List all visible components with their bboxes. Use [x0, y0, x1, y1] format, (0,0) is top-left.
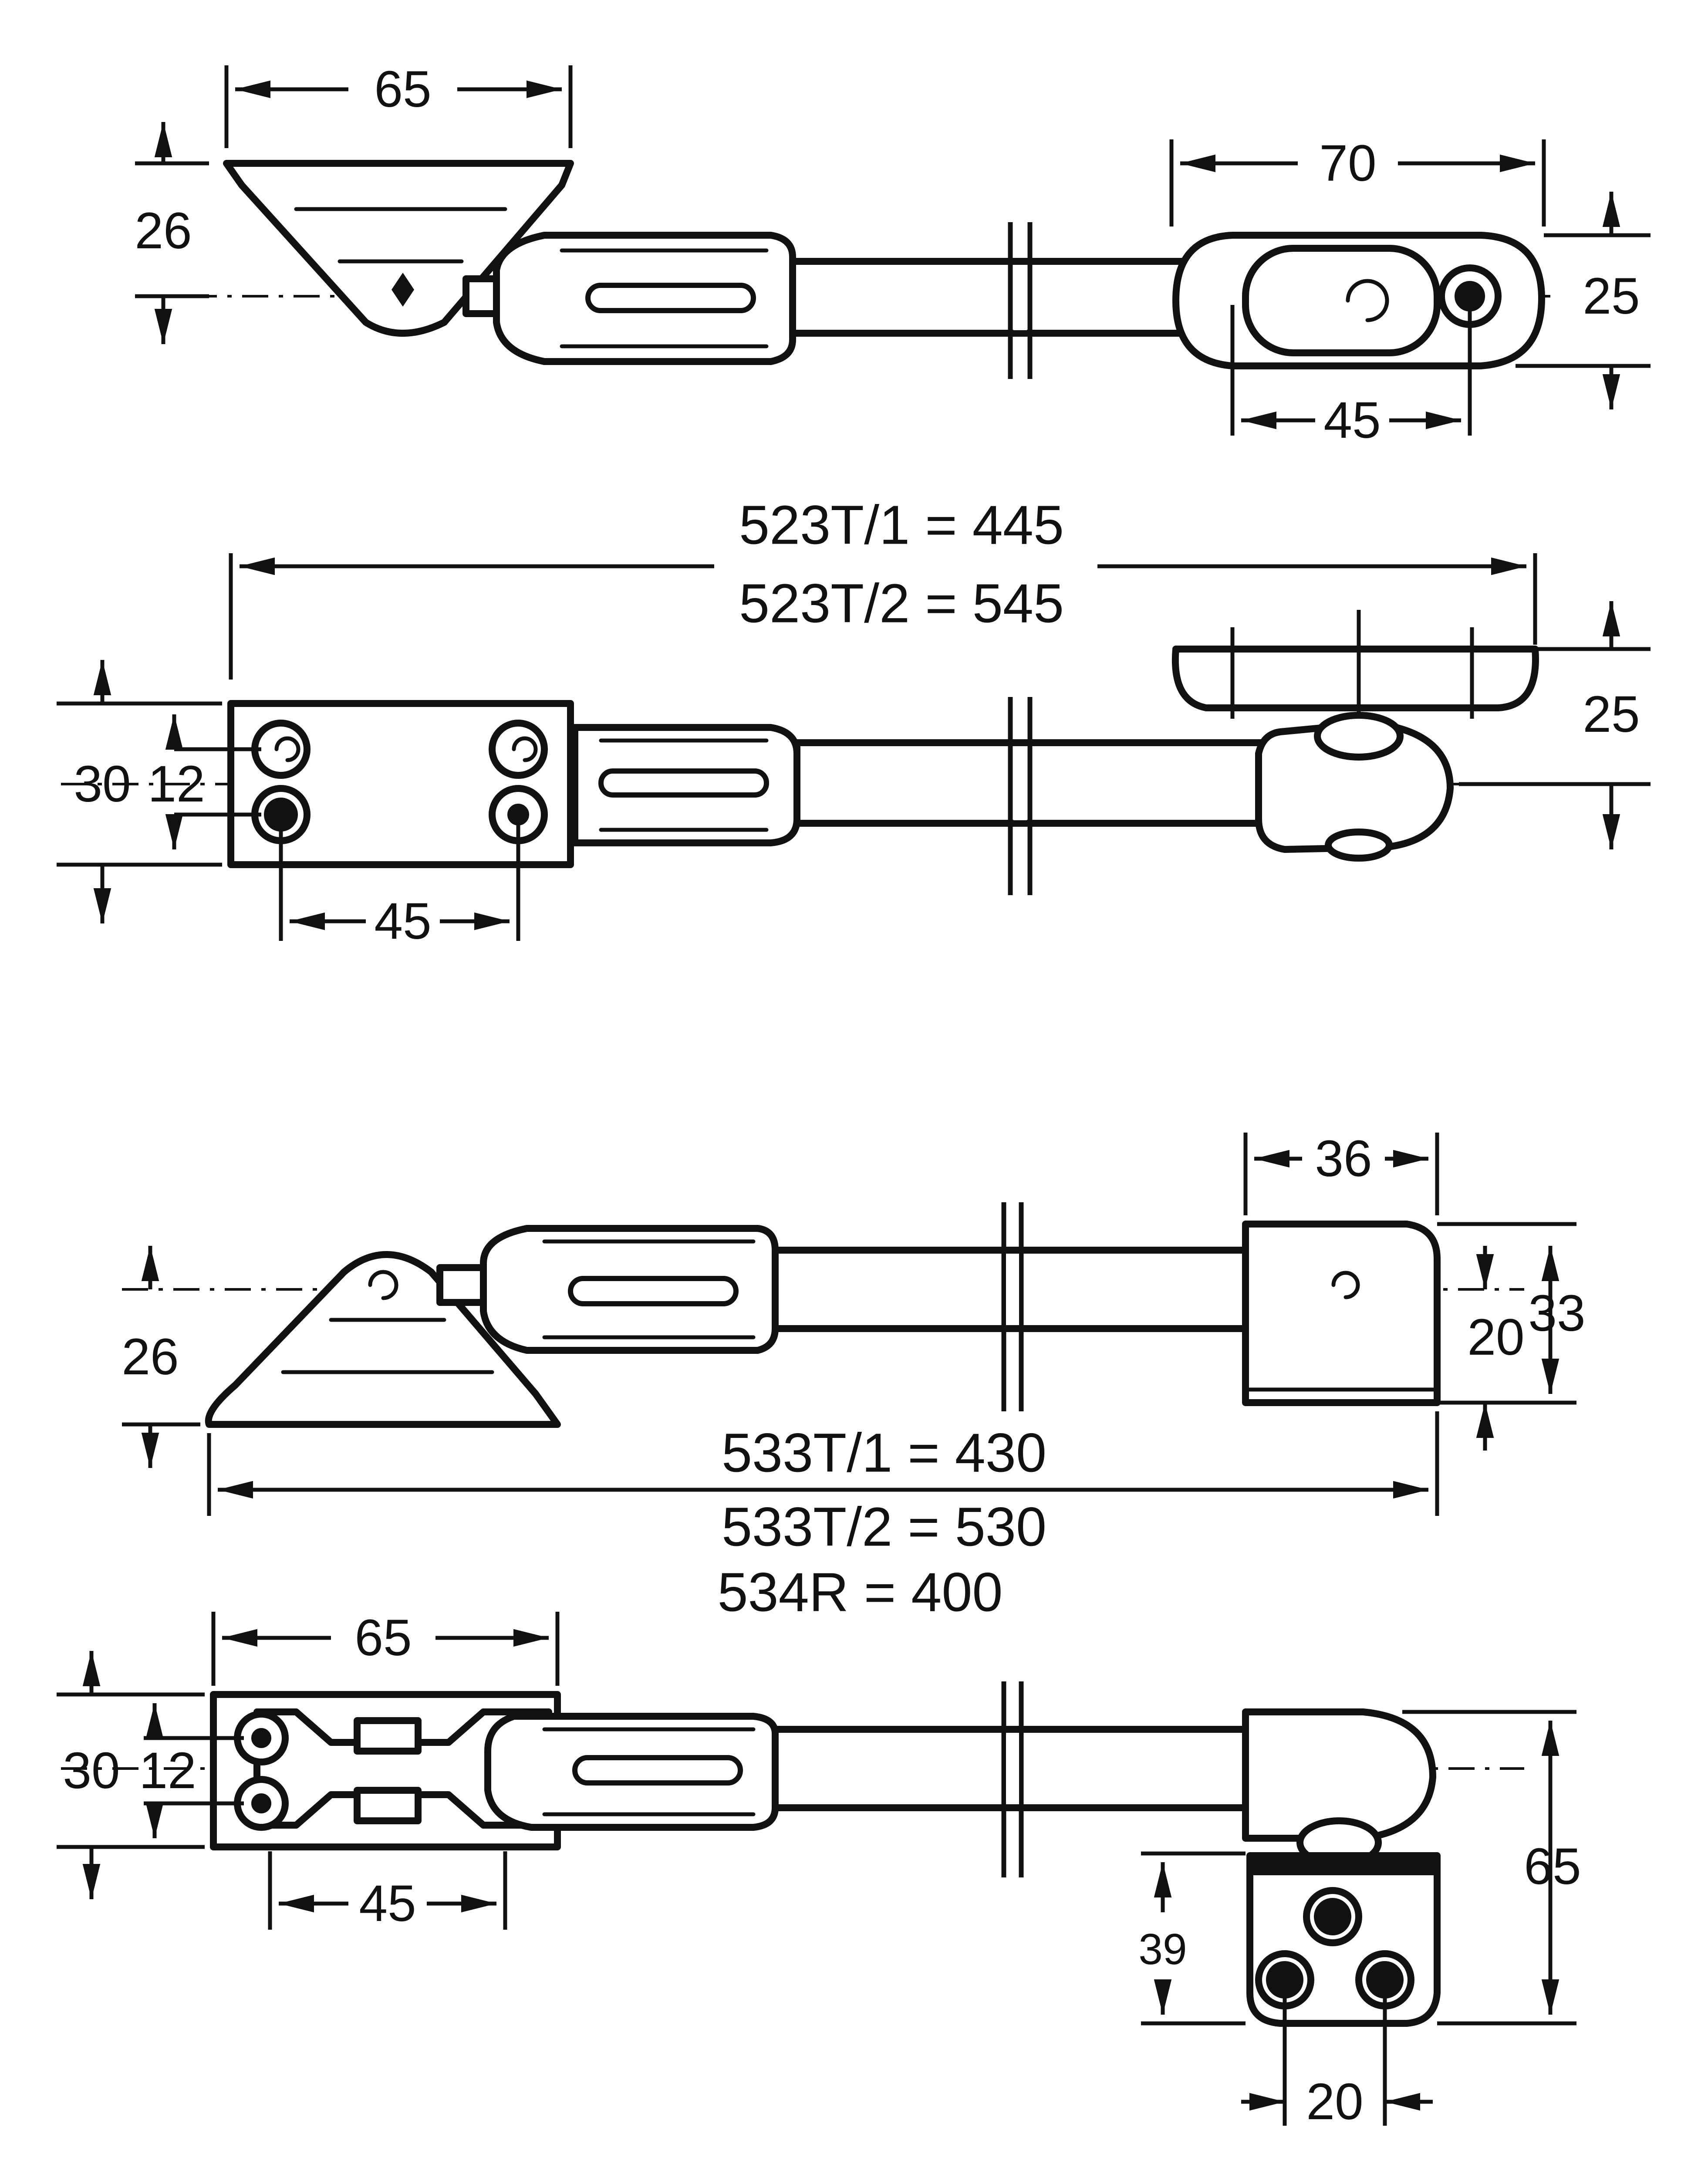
dim-33: 33: [1528, 1285, 1585, 1342]
triangle-base: [205, 1251, 561, 1428]
dim-45: 45: [359, 1875, 416, 1932]
dim-20: 20: [1306, 2073, 1363, 2131]
length-533T-2: 533T/2 = 530: [722, 1496, 1046, 1558]
length-533T-1: 533T/1 = 430: [722, 1422, 1046, 1484]
dim-20: 20: [1467, 1309, 1524, 1366]
screw-icon: [1314, 1898, 1351, 1935]
end-block: [1242, 1221, 1441, 1406]
view-1-side: 65 26 70 25 45: [135, 61, 1651, 449]
length-534R: 534R = 400: [717, 1562, 1003, 1623]
dim-12: 12: [139, 1742, 196, 1799]
dim-25: 25: [1583, 686, 1640, 743]
length-523T-1: 523T/1 = 445: [739, 494, 1064, 556]
dim-30: 30: [63, 1742, 120, 1799]
dim-12: 12: [148, 755, 205, 813]
pivot-pin-icon: [391, 272, 415, 307]
view-2-top: 523T/1 = 445 523T/2 = 545: [57, 494, 1651, 950]
dim-45: 45: [374, 893, 431, 950]
triangle-bracket: [223, 160, 574, 337]
dim-26: 26: [122, 1328, 179, 1386]
dim-45: 45: [1323, 392, 1381, 449]
dim-65-top: 65: [354, 1609, 412, 1667]
dim-70: 70: [1319, 135, 1376, 192]
dim-25: 25: [1583, 267, 1640, 325]
dim-26: 26: [135, 202, 192, 260]
dim-39: 39: [1138, 1925, 1187, 1974]
dim-65-side: 65: [1524, 1838, 1581, 1895]
dim-65: 65: [374, 61, 431, 118]
view-3-side: 36 26 33 20 533T/1 = 430 533T/2 = 530 53…: [122, 1130, 1585, 1623]
length-523T-2: 523T/2 = 545: [739, 573, 1064, 634]
dim-30: 30: [74, 755, 131, 813]
dim-36: 36: [1315, 1130, 1372, 1187]
foot-plate: [1171, 646, 1539, 711]
view-4-top: 65 30 12 45 65 39 20: [57, 1609, 1581, 2131]
